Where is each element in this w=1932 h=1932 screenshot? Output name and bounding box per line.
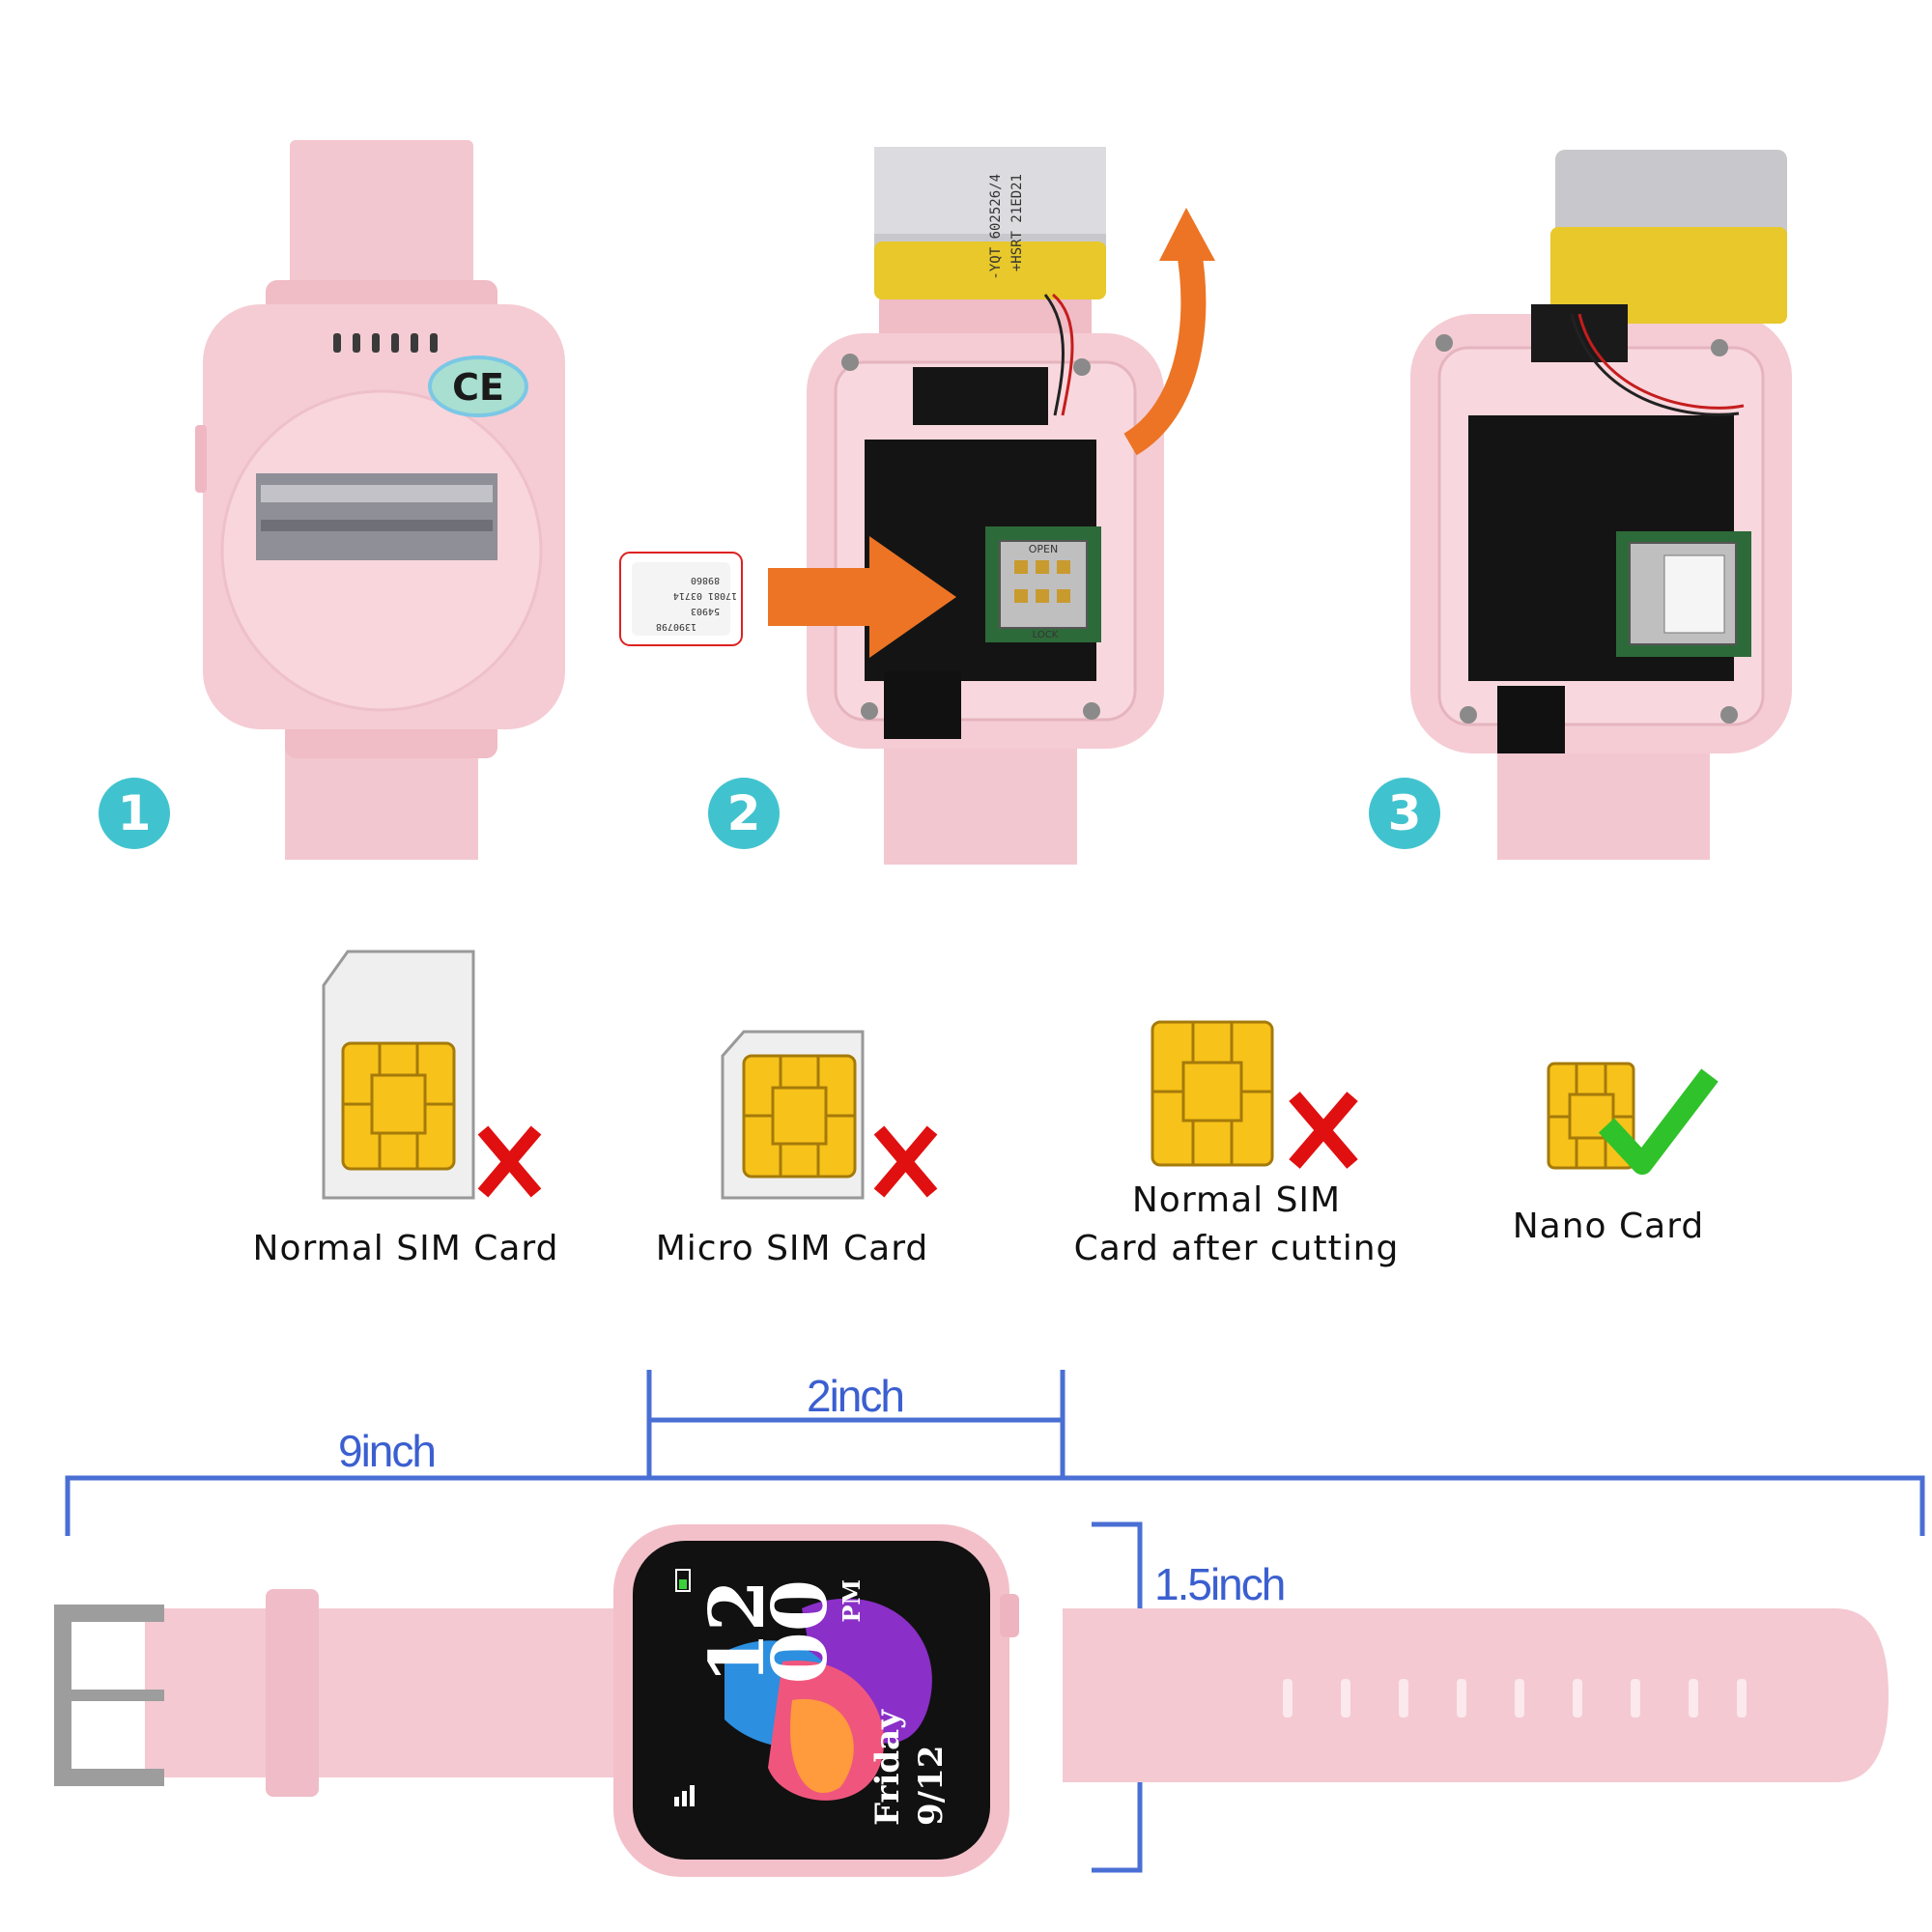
- speaker-grille: [333, 333, 438, 353]
- inserted-sim: [1663, 554, 1725, 634]
- nano-sim-card: 89860 17081 03714 54903 1390798: [619, 552, 743, 646]
- watch-day: Friday: [868, 1709, 907, 1826]
- svg-text:17081 03714: 17081 03714: [673, 590, 737, 601]
- watch-date: 9/12: [912, 1746, 951, 1826]
- side-button: [1000, 1594, 1019, 1637]
- total-length-line: [65, 1475, 1925, 1536]
- strap-holes: [1283, 1679, 1747, 1718]
- case-width-label: 2inch: [807, 1371, 905, 1421]
- ce-hologram-sticker: [428, 355, 528, 417]
- black-tape: [1497, 686, 1565, 753]
- step-3-badge: 3: [1369, 778, 1440, 849]
- step3-watch-sim-inserted: [1410, 150, 1792, 860]
- strap-left: [145, 1608, 676, 1777]
- normal-sim-card-label: Normal SIM Card: [252, 1229, 559, 1268]
- ce-mark: CE: [452, 366, 504, 409]
- cut-sim-card-icon: [1151, 1020, 1274, 1167]
- svg-text:89860: 89860: [691, 575, 720, 585]
- watch-ampm: PM: [838, 1579, 866, 1623]
- signal-icon: [674, 1785, 695, 1806]
- cut-sim-card-label: Normal SIM Card after cutting: [1063, 1177, 1410, 1273]
- sim-slot: [999, 540, 1088, 629]
- reject-icon: [477, 1125, 542, 1198]
- step1-watch-back: CE: [195, 140, 565, 860]
- strap-top: [290, 140, 473, 314]
- reject-icon: [873, 1125, 938, 1198]
- battery-tape: [1550, 227, 1787, 324]
- micro-sim-card-icon: [721, 1030, 865, 1200]
- micro-sim-card-label: Micro SIM Card: [655, 1229, 929, 1268]
- total-length-label: 9inch: [338, 1426, 437, 1476]
- battery-status-icon: [675, 1569, 691, 1592]
- normal-sim-card-icon: [322, 950, 475, 1200]
- strap-keeper: [266, 1589, 319, 1797]
- case-width-line: [646, 1370, 1065, 1478]
- svg-text:1390798: 1390798: [656, 621, 696, 632]
- strap-bottom: [1497, 744, 1710, 860]
- insert-sim-arrow: [768, 536, 956, 658]
- side-button: [195, 425, 207, 493]
- watch-hour: 12: [694, 1579, 781, 1685]
- lift-battery-arrow: [1122, 208, 1215, 456]
- step-1-badge: 1: [99, 778, 170, 849]
- nano-card-label: Nano Card: [1512, 1207, 1705, 1246]
- watch-screen: 12 00 PM Friday 9/12: [674, 1569, 951, 1826]
- battery-tape: [874, 242, 1106, 299]
- case-height-label: 1.5inch: [1154, 1559, 1286, 1609]
- black-tape: [884, 671, 961, 739]
- cut-sim-label-line2: Card after cutting: [1073, 1229, 1400, 1268]
- battery-wire: [1052, 293, 1074, 416]
- strap-bottom: [884, 734, 1077, 865]
- watch-front: 12 00 PM Friday 9/12: [54, 1524, 1889, 1877]
- svg-text:LOCK: LOCK: [1033, 630, 1059, 640]
- svg-text:+HSRT 21ED21: +HSRT 21ED21: [1009, 174, 1025, 271]
- step2-watch-open: OPEN LOCK -YQT 602526/4 +HSRT 21ED21: [807, 147, 1164, 865]
- cut-sim-label-line1: Normal SIM: [1131, 1180, 1342, 1220]
- accept-check-icon: [1598, 1068, 1719, 1175]
- motor-pad: [913, 367, 1048, 425]
- svg-text:OPEN: OPEN: [1029, 543, 1058, 555]
- strap-right: [1063, 1608, 1889, 1782]
- battery-wire: [1577, 313, 1745, 410]
- step-2-badge: 2: [708, 778, 780, 849]
- reject-icon: [1289, 1092, 1358, 1169]
- watch-minute: 00: [756, 1579, 844, 1685]
- svg-text:54903: 54903: [691, 606, 720, 616]
- svg-text:-YQT 602526/4: -YQT 602526/4: [988, 174, 1004, 280]
